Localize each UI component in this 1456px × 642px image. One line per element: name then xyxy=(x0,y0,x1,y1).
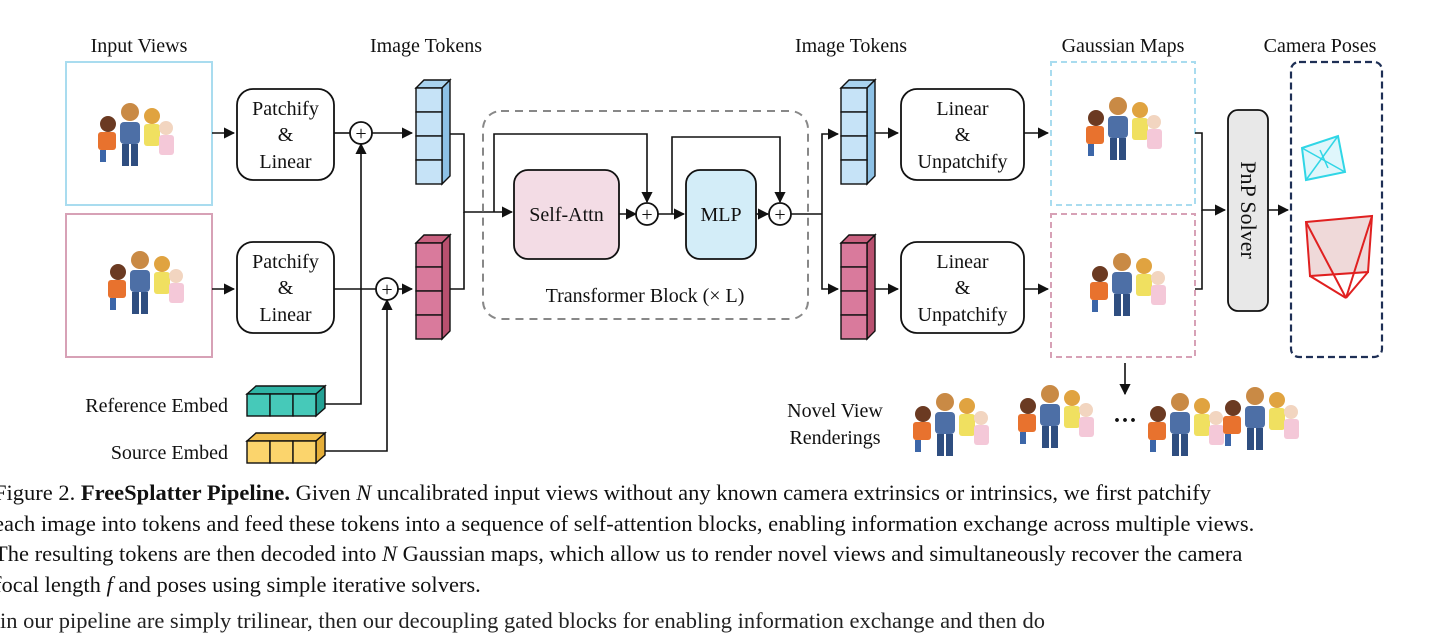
svg-text:+: + xyxy=(355,123,366,145)
image-tokens-left-label: Image Tokens xyxy=(370,35,482,57)
ellipsis-label: ··· xyxy=(1113,408,1137,434)
caption-title: FreeSplatter Pipeline. xyxy=(80,480,290,505)
camera-frustum-red-icon xyxy=(1304,214,1374,299)
input-views-label: Input Views xyxy=(91,35,188,57)
gaussian-map-top xyxy=(1050,61,1196,206)
novel-view-rendering-4 xyxy=(1223,387,1299,450)
camera-poses-label: Camera Poses xyxy=(1264,35,1377,57)
self-attn-label: Self-Attn xyxy=(529,204,603,226)
svg-text:&: & xyxy=(955,277,971,299)
novel-view-label-line2: Renderings xyxy=(789,427,880,449)
mlp-label: MLP xyxy=(700,204,741,226)
image-tokens-bottom-left xyxy=(414,233,452,341)
pnp-solver-label: PnP Solver xyxy=(1236,161,1261,259)
reference-embed-label: Reference Embed xyxy=(85,395,228,417)
gaussian-maps-label: Gaussian Maps xyxy=(1062,35,1185,57)
add-source-embed-icon: + xyxy=(375,277,399,301)
svg-text:Linear: Linear xyxy=(936,251,989,273)
svg-text:Linear: Linear xyxy=(259,151,312,173)
svg-text:Patchify: Patchify xyxy=(252,251,319,273)
svg-text:Linear: Linear xyxy=(259,304,312,326)
image-tokens-bottom-right xyxy=(839,233,877,341)
svg-text:&: & xyxy=(278,124,294,146)
svg-text:Unpatchify: Unpatchify xyxy=(918,304,1008,326)
pnp-solver-block: PnP Solver xyxy=(1227,109,1269,312)
input-view-bottom xyxy=(65,213,213,358)
svg-text:Linear: Linear xyxy=(936,98,989,120)
patchify-linear-top: Patchify & Linear xyxy=(236,88,335,181)
svg-text:+: + xyxy=(641,204,652,226)
add-reference-embed-icon: + xyxy=(349,121,373,145)
pipeline-figure: Input Views Image Tokens Image Tokens Ga… xyxy=(65,35,1384,465)
image-tokens-top-left xyxy=(414,78,452,186)
transformer-block: Self-Attn + MLP + Transformer Block (× L… xyxy=(482,110,809,320)
patchify-linear-bottom: Patchify & Linear xyxy=(236,241,335,334)
novel-view-label-line1: Novel View xyxy=(787,400,883,422)
linear-unpatchify-bottom: Linear & Unpatchify xyxy=(900,241,1025,334)
svg-text:Patchify: Patchify xyxy=(252,98,319,120)
body-text-partial: in our pipeline are simply trilinear, th… xyxy=(0,608,1046,633)
novel-view-rendering-2 xyxy=(1018,385,1094,448)
figure-caption: Figure 2. FreeSplatter Pipeline. Given N… xyxy=(0,478,1456,600)
svg-text:&: & xyxy=(278,277,294,299)
caption-line-1: Figure 2. FreeSplatter Pipeline. Given N… xyxy=(0,480,1212,505)
camera-frustum-cyan-icon xyxy=(1300,134,1347,182)
image-tokens-top-right xyxy=(839,78,877,186)
camera-poses-panel xyxy=(1289,60,1384,359)
svg-text:+: + xyxy=(774,204,785,226)
novel-view-rendering-3 xyxy=(1148,393,1224,456)
caption-line-3: The resulting tokens are then decoded in… xyxy=(0,541,1243,566)
image-tokens-right-label: Image Tokens xyxy=(795,35,907,57)
linear-unpatchify-top: Linear & Unpatchify xyxy=(900,88,1025,181)
input-view-top xyxy=(65,61,213,206)
gaussian-map-bottom xyxy=(1050,213,1196,358)
reference-embed-tokens xyxy=(245,384,327,418)
svg-text:Unpatchify: Unpatchify xyxy=(918,151,1008,173)
source-embed-label: Source Embed xyxy=(111,442,228,464)
novel-view-rendering-1 xyxy=(913,393,989,456)
caption-line-2: each image into tokens and feed these to… xyxy=(0,510,1255,536)
source-embed-tokens xyxy=(245,431,327,465)
svg-text:&: & xyxy=(955,124,971,146)
svg-text:+: + xyxy=(381,279,392,301)
transformer-block-label: Transformer Block (× L) xyxy=(546,285,745,307)
caption-line-4: focal length f and poses using simple it… xyxy=(0,571,481,597)
